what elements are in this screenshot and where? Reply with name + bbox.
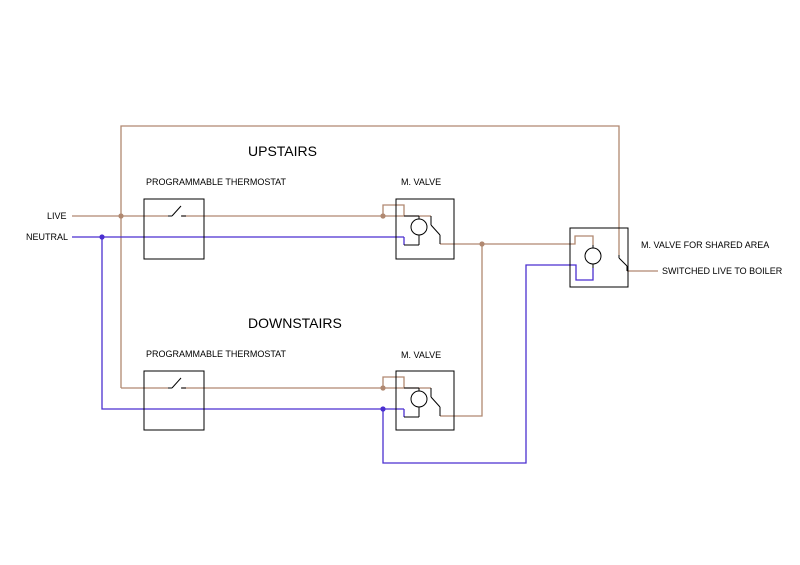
valve-motor-icon [410,390,428,408]
thermostat-down-label: PROGRAMMABLE THERMOSTAT [146,349,287,359]
junction-dot [118,213,124,219]
live-label: LIVE [47,211,67,221]
junction-to-shared-valve-wire [482,235,594,245]
live-top-loop-wire [120,125,620,255]
valve-motor-icon [410,218,428,236]
neutral-down-wire [101,237,404,410]
junction-dot [380,385,386,391]
switched-live-label: SWITCHED LIVE TO BOILER [662,266,783,276]
valve-switch-blade [430,396,441,408]
valve-up-label: M. VALVE [401,177,441,187]
upstairs-heading: UPSTAIRS [248,143,317,159]
valve-down-motor-live-wire [382,376,405,388]
junction-dot [380,406,386,412]
valve-box [395,198,455,260]
junction-dot [479,241,485,247]
thermostat-switch-blade [171,205,182,217]
valve-down-label: M. VALVE [401,350,441,360]
valve-up-motor-live-wire [382,204,405,216]
junction-dots [99,213,485,412]
valve-switch-blade [618,257,628,267]
thermostat-box [143,370,205,431]
live-wiring [72,125,658,417]
valve-shared-area [569,227,629,288]
junction-dot [380,213,386,219]
valve-downstairs [395,370,455,431]
valve-down-switch-out-wire [440,244,483,417]
thermostat-downstairs [143,370,205,431]
neutral-wiring [72,236,594,464]
valve-box [569,227,629,288]
neutral-shared-wire [382,264,594,464]
thermostat-up-label: PROGRAMMABLE THERMOSTAT [146,177,287,187]
thermostat-box [143,198,205,260]
valve-shared-label: M. VALVE FOR SHARED AREA [641,240,769,250]
valve-upstairs [395,198,455,260]
junction-dot [99,234,105,240]
thermostat-switch-blade [171,377,182,389]
downstairs-heading: DOWNSTAIRS [248,315,342,331]
valve-switch-blade [430,224,441,236]
thermostat-upstairs [143,198,205,260]
valve-motor-icon [584,247,602,265]
neutral-label: NEUTRAL [26,232,68,242]
valve-box [395,370,455,431]
